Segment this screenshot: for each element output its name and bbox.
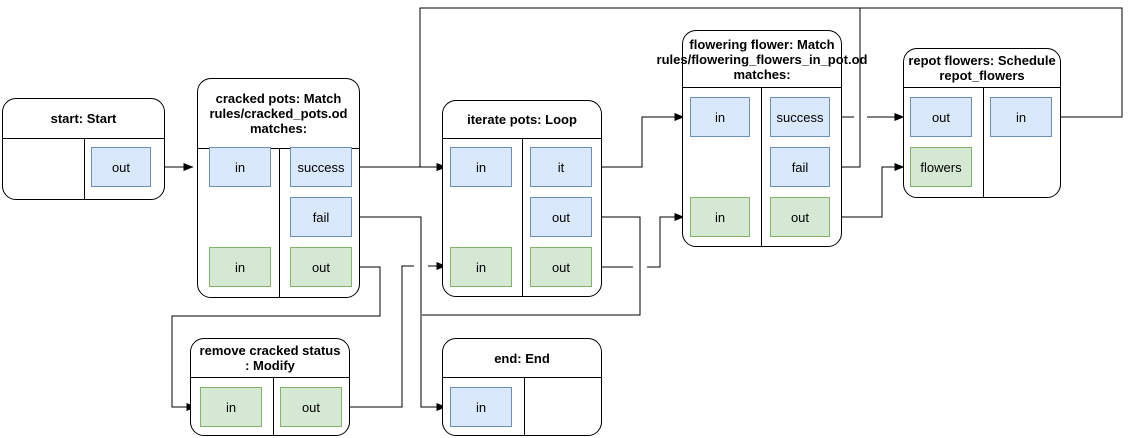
edge-cracked-out-to-remove-in[interactable] bbox=[171, 266, 381, 411]
port-flowering-flower-in2[interactable]: in bbox=[690, 197, 750, 237]
node-repot-flowers-column-divider bbox=[983, 88, 984, 197]
node-flowering-flower-column-divider bbox=[761, 88, 762, 246]
port-iterate-pots-it[interactable]: it bbox=[530, 147, 592, 187]
edge-iterate-out2-to-flowering-in2-seg2[interactable] bbox=[647, 213, 685, 268]
port-iterate-pots-out2[interactable]: out bbox=[530, 247, 592, 287]
node-cracked-pots-title: cracked pots: Match rules/cracked_pots.o… bbox=[198, 79, 359, 149]
edge-repot-in-to-top-line[interactable] bbox=[860, 7, 1123, 118]
edge-iterate-it-to-flowering-in[interactable] bbox=[592, 113, 685, 168]
edge-remove-out-to-iterate-in2-seg1[interactable] bbox=[343, 265, 414, 408]
edge-flowering-fail-to-iterate-in[interactable] bbox=[419, 7, 861, 171]
port-cracked-pots-fail[interactable]: fail bbox=[290, 197, 352, 237]
port-flowering-flower-out[interactable]: out bbox=[770, 197, 830, 237]
port-iterate-pots-out[interactable]: out bbox=[530, 197, 592, 237]
edge-flowering-out-to-repot-flowers[interactable] bbox=[830, 163, 905, 218]
port-cracked-pots-out[interactable]: out bbox=[290, 247, 352, 287]
port-end-in[interactable]: in bbox=[450, 387, 512, 427]
edges-group bbox=[151, 7, 1123, 411]
node-start-column-divider bbox=[84, 139, 85, 199]
node-remove-cracked-status-title: remove cracked status : Modify bbox=[191, 339, 349, 378]
port-cracked-pots-success[interactable]: success bbox=[290, 147, 352, 187]
node-iterate-pots-title: iterate pots: Loop bbox=[443, 101, 601, 139]
port-repot-flowers-in[interactable]: in bbox=[990, 97, 1052, 137]
port-flowering-flower-fail[interactable]: fail bbox=[770, 147, 830, 187]
port-cracked-pots-in2[interactable]: in bbox=[209, 247, 271, 287]
node-cracked-pots-column-divider bbox=[279, 149, 280, 297]
port-repot-flowers-flowers[interactable]: flowers bbox=[910, 147, 972, 187]
edge-iterate-out-to-end-join[interactable] bbox=[422, 216, 641, 316]
port-flowering-flower-in[interactable]: in bbox=[690, 97, 750, 137]
node-end-title: end: End bbox=[443, 339, 601, 378]
node-remove-cracked-status-column-divider bbox=[273, 378, 274, 435]
node-end-column-divider bbox=[524, 378, 525, 435]
port-iterate-pots-in2[interactable]: in bbox=[450, 247, 512, 287]
node-start-title: start: Start bbox=[3, 99, 164, 139]
edge-cracked-fail-to-end-in[interactable] bbox=[352, 216, 447, 411]
node-repot-flowers-title: repot flowers: Schedule repot_flowers bbox=[904, 49, 1060, 88]
port-start-out[interactable]: out bbox=[91, 147, 151, 187]
node-iterate-pots-column-divider bbox=[522, 139, 523, 296]
port-repot-flowers-out[interactable]: out bbox=[910, 97, 972, 137]
port-cracked-pots-in[interactable]: in bbox=[209, 147, 271, 187]
port-remove-cracked-status-out[interactable]: out bbox=[280, 387, 342, 427]
port-flowering-flower-success[interactable]: success bbox=[770, 97, 830, 137]
port-remove-cracked-status-in[interactable]: in bbox=[200, 387, 262, 427]
port-iterate-pots-in[interactable]: in bbox=[450, 147, 512, 187]
node-flowering-flower-title: flowering flower: Match rules/flowering_… bbox=[657, 31, 867, 88]
